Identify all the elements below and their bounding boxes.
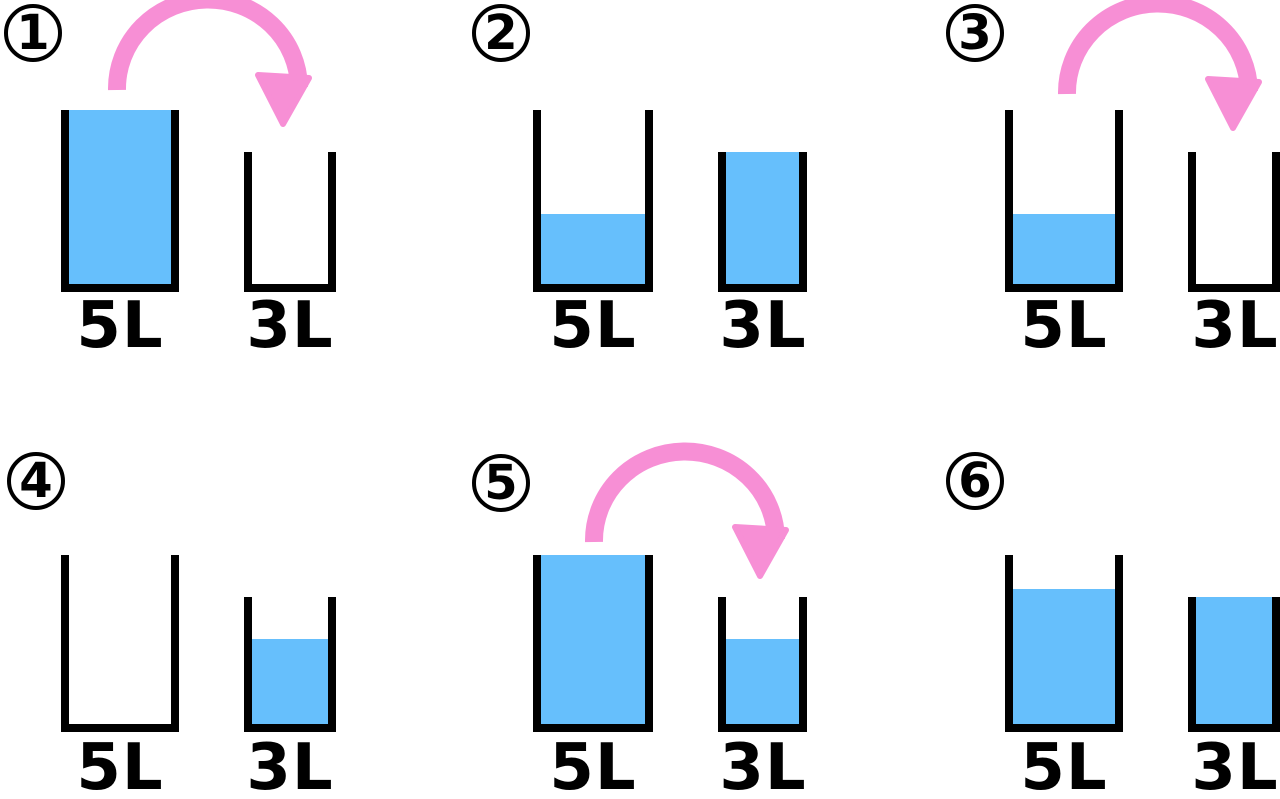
water-fill [726, 639, 799, 724]
water-fill [541, 214, 645, 284]
jug-label-5l: 5L [1020, 731, 1108, 799]
jug-label-3l: 3L [1191, 731, 1279, 799]
step-number: 6 [958, 453, 992, 509]
water-fill [252, 639, 328, 724]
jug-3l [244, 597, 336, 732]
jug-3l [718, 597, 807, 732]
jug-3l [1188, 597, 1280, 732]
jug-label-3l: 3L [246, 731, 334, 799]
step-number-badge: 4 [7, 452, 65, 510]
step-number: 5 [484, 455, 518, 511]
step-number: 4 [19, 453, 53, 509]
jug-label-5l: 5L [76, 731, 164, 799]
jug-label-5l: 5L [549, 731, 637, 799]
step-number: 2 [484, 5, 518, 61]
jug-5l [533, 110, 653, 292]
water-fill [1013, 214, 1115, 284]
jug-3l [244, 152, 336, 292]
jug-label-3l: 3L [719, 289, 807, 363]
step-number-badge: 3 [946, 4, 1004, 62]
step-panel-6: 6 5L 3L [880, 430, 1280, 799]
step-panel-4: 4 5L 3L [0, 430, 440, 799]
step-number-badge: 1 [4, 4, 62, 62]
pour-arrow-icon [584, 442, 789, 579]
water-fill [1196, 597, 1272, 724]
jug-label-3l: 3L [719, 731, 807, 799]
jug-5l [1005, 110, 1123, 292]
step-number: 1 [16, 5, 50, 61]
step-panel-5: 5 5L 3L [440, 430, 880, 799]
water-fill [69, 110, 171, 284]
jug-5l [533, 555, 653, 732]
water-fill [1013, 588, 1115, 724]
jug-3l [718, 152, 807, 292]
pour-arrow-icon [1057, 0, 1262, 131]
jug-label-5l: 5L [549, 289, 637, 363]
water-fill [541, 555, 645, 724]
jug-label-5l: 5L [76, 289, 164, 363]
step-number-badge: 2 [472, 4, 530, 62]
pour-arrow-icon [107, 0, 312, 127]
step-number: 3 [958, 5, 992, 61]
step-number-badge: 5 [472, 454, 530, 512]
jug-5l [61, 555, 179, 732]
jug-label-3l: 3L [246, 289, 334, 363]
jug-3l [1188, 152, 1280, 292]
jug-label-3l: 3L [1191, 289, 1279, 363]
jug-5l [61, 110, 179, 292]
jug-label-5l: 5L [1020, 289, 1108, 363]
jug-5l [1005, 555, 1123, 732]
step-number-badge: 6 [946, 452, 1004, 510]
step-panel-1: 1 5L 3L [0, 0, 440, 430]
water-fill [726, 152, 799, 284]
step-panel-3: 3 5L 3L [880, 0, 1280, 430]
step-panel-2: 2 5L 3L [440, 0, 880, 430]
